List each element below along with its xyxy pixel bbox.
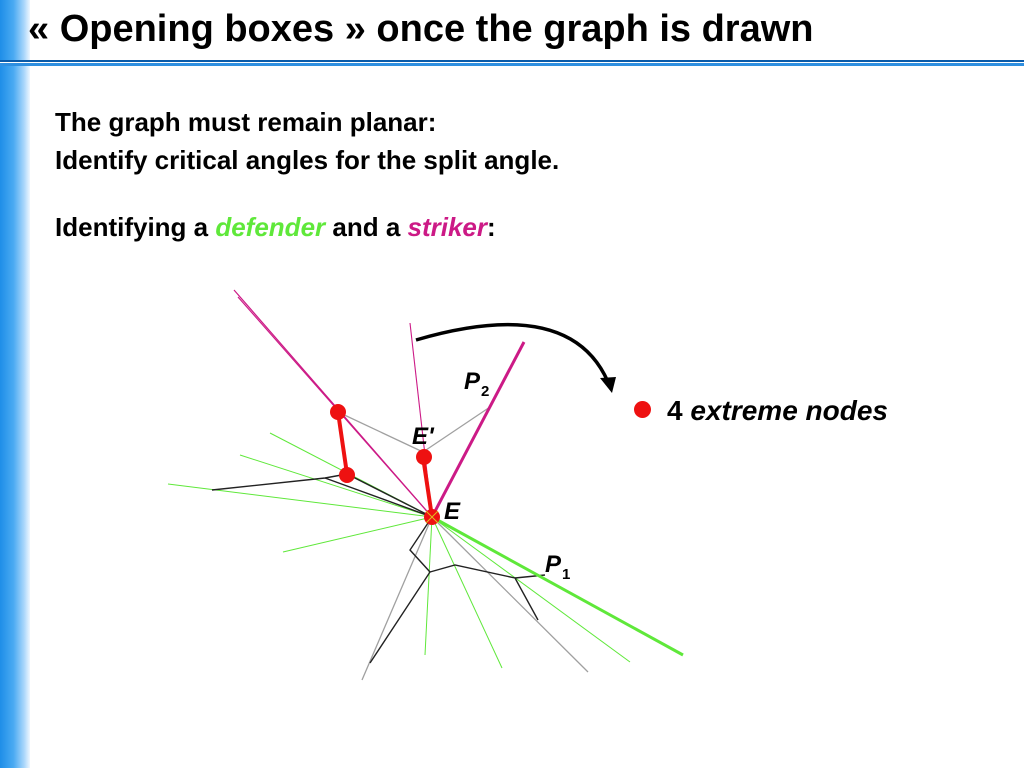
box-edge [337, 411, 424, 453]
graph-edge [369, 516, 433, 664]
node-e-marker [425, 510, 439, 524]
defender-ray [239, 454, 433, 518]
striker-line-bold [430, 341, 526, 518]
slide-title: « Opening boxes » once the graph is draw… [28, 8, 814, 50]
left-accent-bar [0, 0, 30, 768]
defender-ray [424, 516, 433, 656]
extreme-link [421, 456, 434, 518]
defender-ray [431, 516, 503, 669]
defender-striker-statement: Identifying a defender and a striker: [55, 212, 496, 243]
box-edge [361, 516, 433, 681]
red-bullet-icon [634, 401, 651, 419]
label-e: E [444, 498, 461, 525]
line3-mid: and a [325, 212, 408, 242]
line3-prefix: Identifying a [55, 212, 216, 242]
defender-ray [282, 516, 433, 553]
extreme-node-links [336, 411, 434, 518]
box-edge [431, 516, 589, 673]
striker-word: striker [407, 212, 488, 242]
defender-line-bold [431, 515, 684, 657]
extreme-node [339, 467, 355, 483]
graph-edges [211, 473, 546, 664]
bullet-text: extreme nodes [690, 395, 888, 426]
defender-word: defender [215, 212, 326, 242]
planar-statement: The graph must remain planar: [55, 107, 437, 137]
extreme-node [416, 449, 432, 465]
title-underline [0, 60, 1024, 66]
box-edge [422, 406, 491, 453]
critical-angles-statement: Identify critical angles for the split a… [55, 145, 560, 175]
extreme-link [336, 411, 349, 475]
defender-rays [167, 432, 631, 669]
box-edges [337, 406, 589, 681]
bullet-count: 4 [667, 395, 683, 426]
extreme-node [330, 404, 346, 420]
defender-ray [167, 483, 433, 518]
graph-edge [346, 473, 433, 518]
label-e-prime: E' [412, 423, 435, 450]
graph-edge [324, 477, 433, 518]
extreme-nodes-bullet: 4 extreme nodes [634, 395, 888, 427]
label-p1: P1 [545, 551, 570, 583]
graph-edge [429, 564, 539, 621]
curved-arrow-icon [415, 323, 616, 393]
label-p2: P2 [464, 368, 489, 400]
graph-edge [211, 473, 348, 491]
line3-suffix: : [487, 212, 496, 242]
defender-ray [431, 516, 631, 663]
